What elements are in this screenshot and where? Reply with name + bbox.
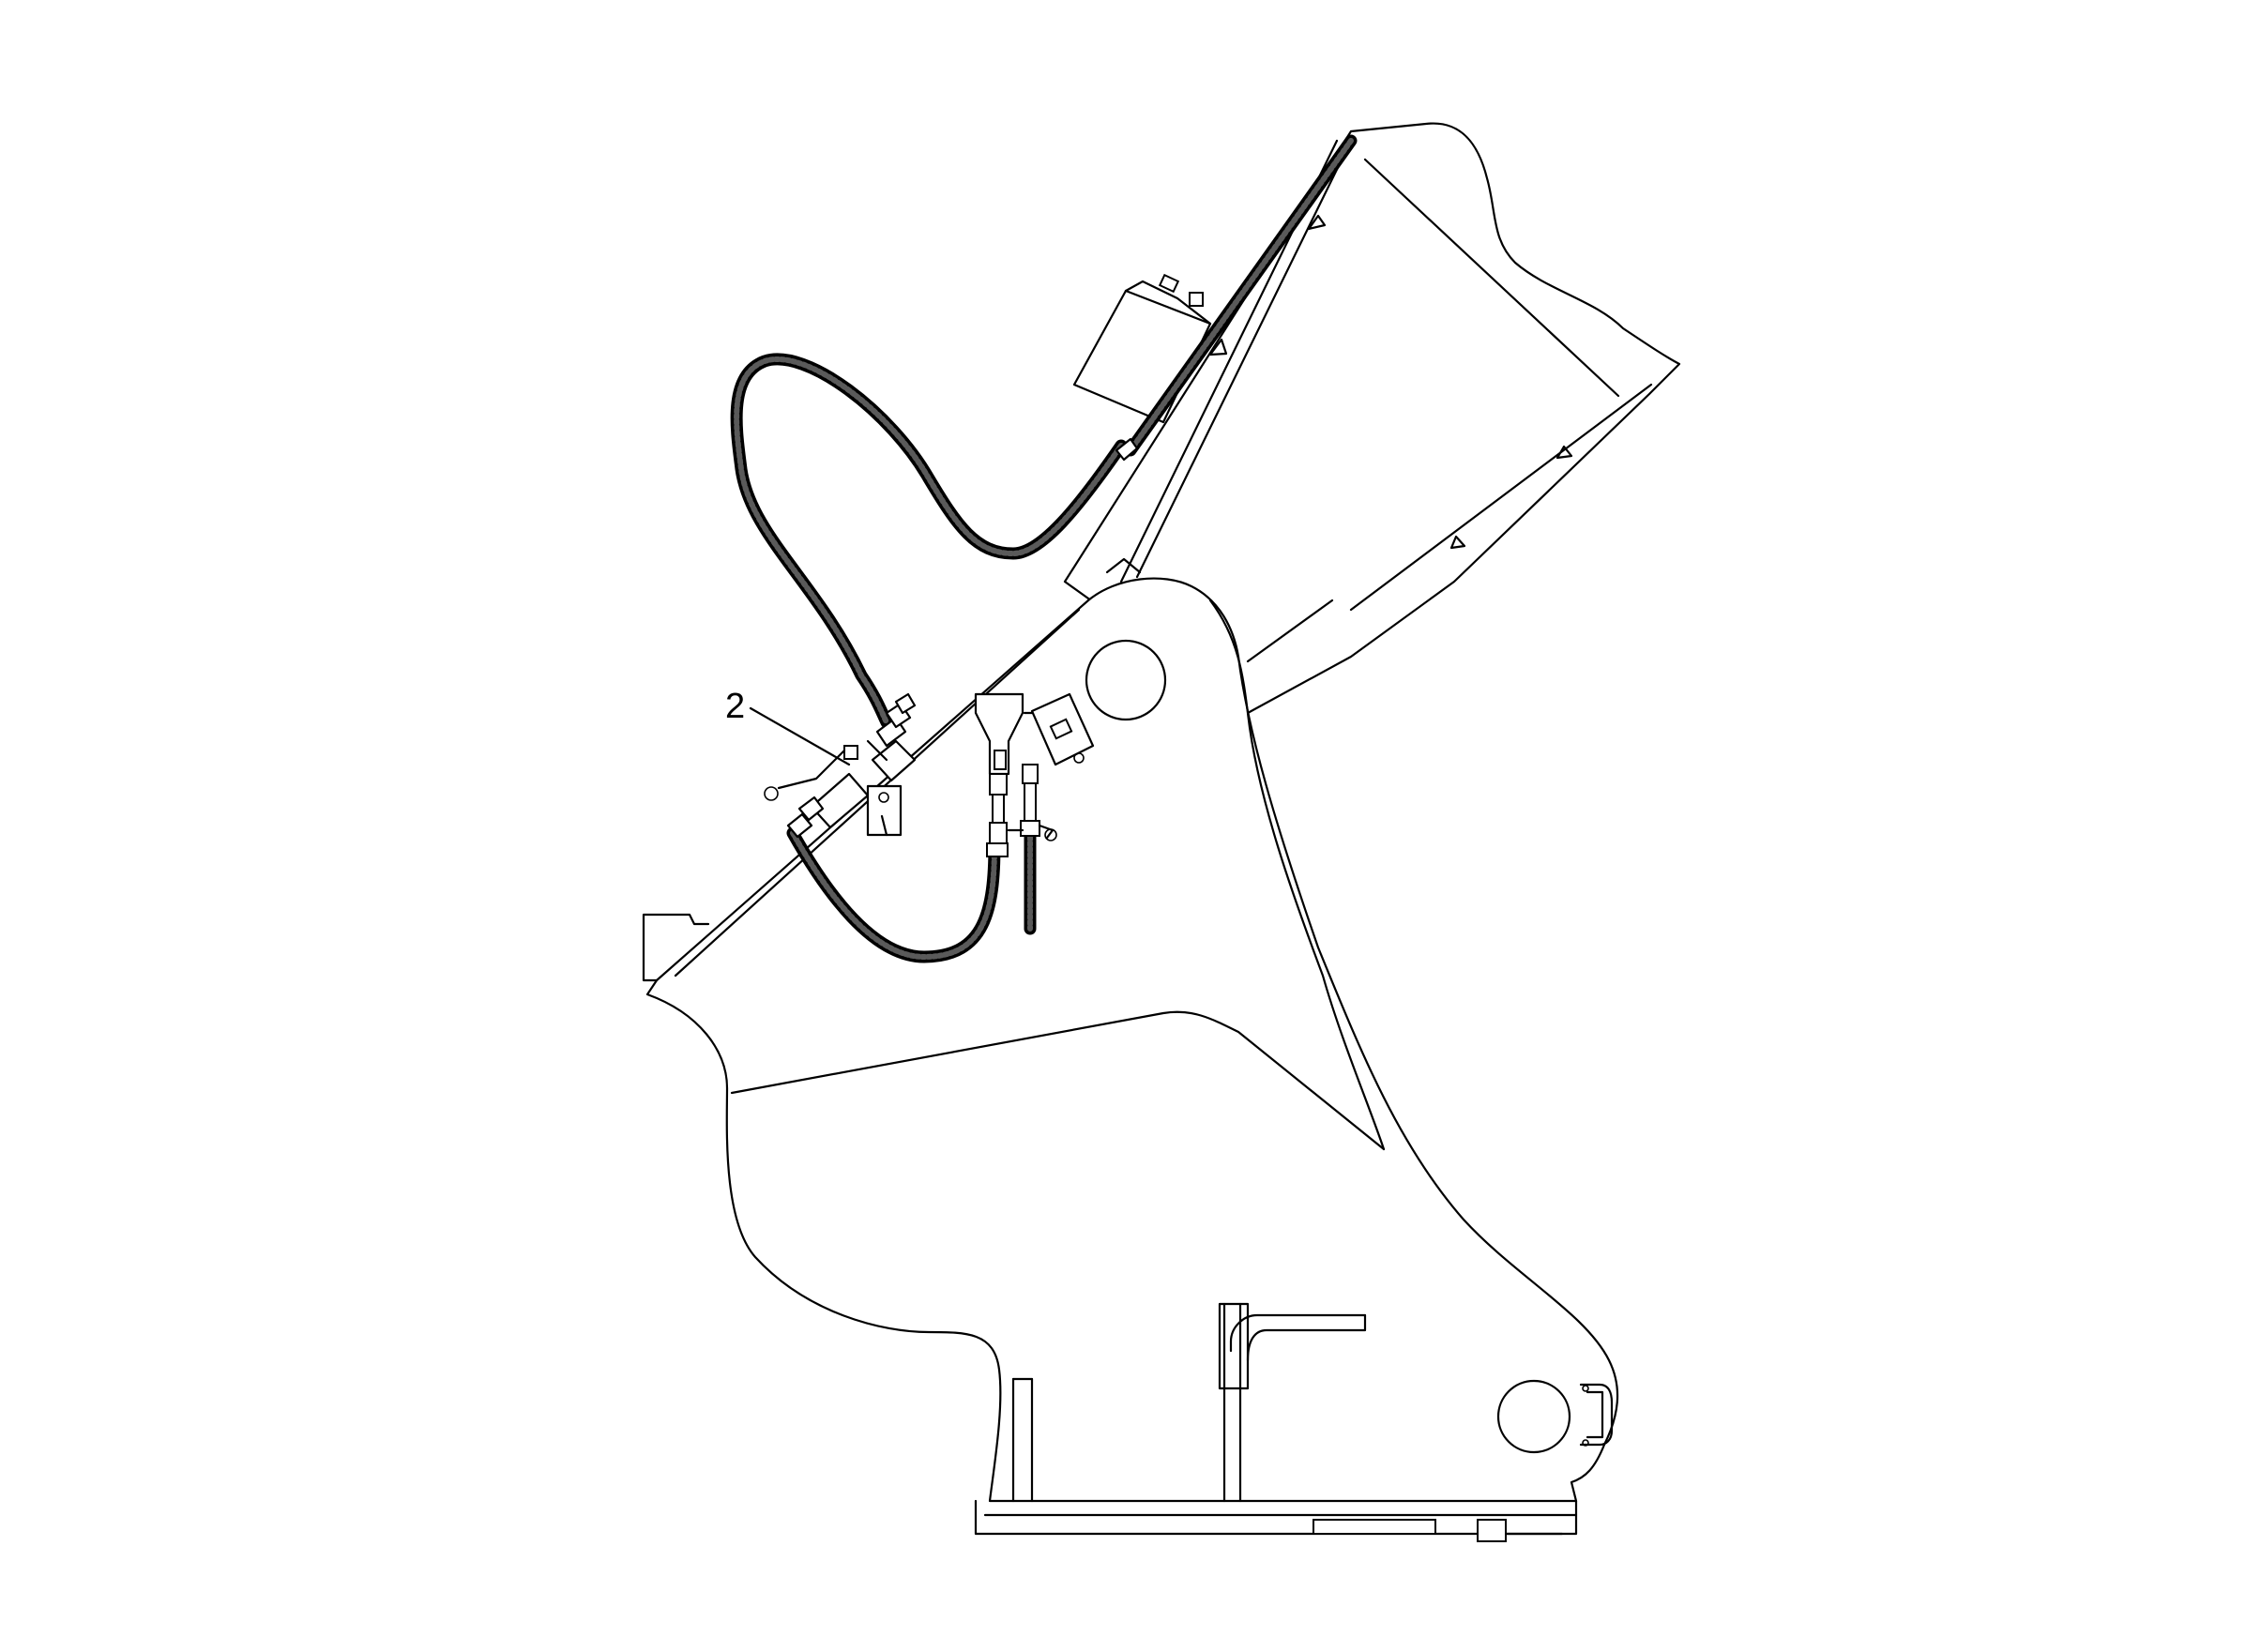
pivot-holes — [1085, 639, 1614, 1454]
hydraulic-hoses — [730, 134, 1358, 963]
callout-2: 2 — [725, 687, 851, 766]
callout-label: 2 — [725, 687, 745, 726]
leader-line — [749, 706, 851, 766]
valve-assembly — [764, 437, 1139, 857]
